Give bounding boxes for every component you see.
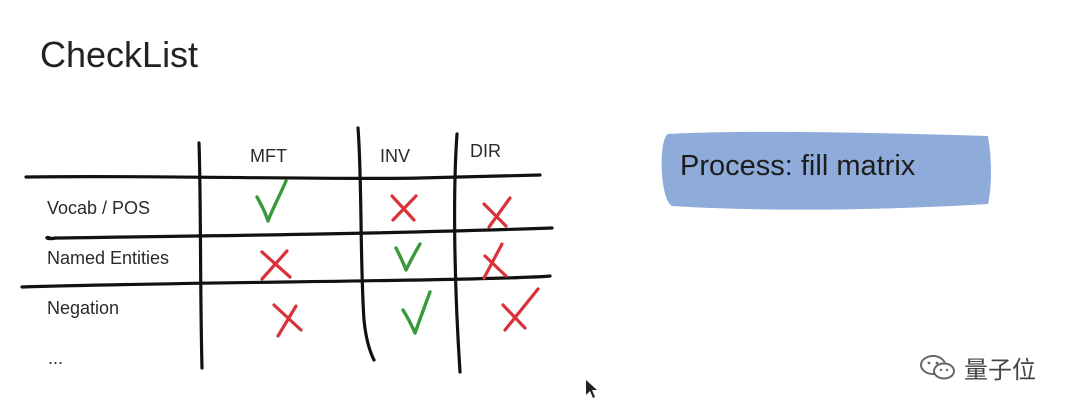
check-mark-named-inv [394,242,422,272]
column-header-mft: MFT [250,146,287,166]
grid-line-col-1 [197,141,204,370]
column-header-inv: INV [380,146,411,166]
callout-box [661,131,991,210]
row-label-negation: Negation [47,298,120,318]
grid-line-row-2 [20,274,552,289]
watermark-text: 量子位 [964,356,1036,384]
watermark: 量子位 [918,350,1036,385]
grid-line-col-3 [453,132,462,374]
cross-mark-vocab-inv [390,194,418,222]
callout-text: Process: fill matrix [680,150,916,182]
cross-mark-negation-dir [501,287,540,332]
check-mark-vocab-mft [255,179,288,223]
grid-line-col-2 [356,126,376,362]
cross-mark-negation-mft [272,303,303,338]
check-mark-negation-inv [401,290,432,335]
slide-title: CheckList [40,34,199,75]
row-label-ellipsis: ... [48,348,64,368]
grid-line-row-1 [45,226,554,241]
row-label-vocab-pos: Vocab / POS [47,198,151,218]
cross-mark-vocab-dir [482,196,512,229]
row-label-named-entities: Named Entities [47,248,170,268]
mouse-cursor-icon [586,380,597,398]
wechat-icon [920,354,955,379]
cross-mark-named-dir [482,242,508,280]
grid-line-header [24,173,542,181]
column-header-dir: DIR [470,141,501,161]
cross-mark-named-mft [260,249,292,281]
